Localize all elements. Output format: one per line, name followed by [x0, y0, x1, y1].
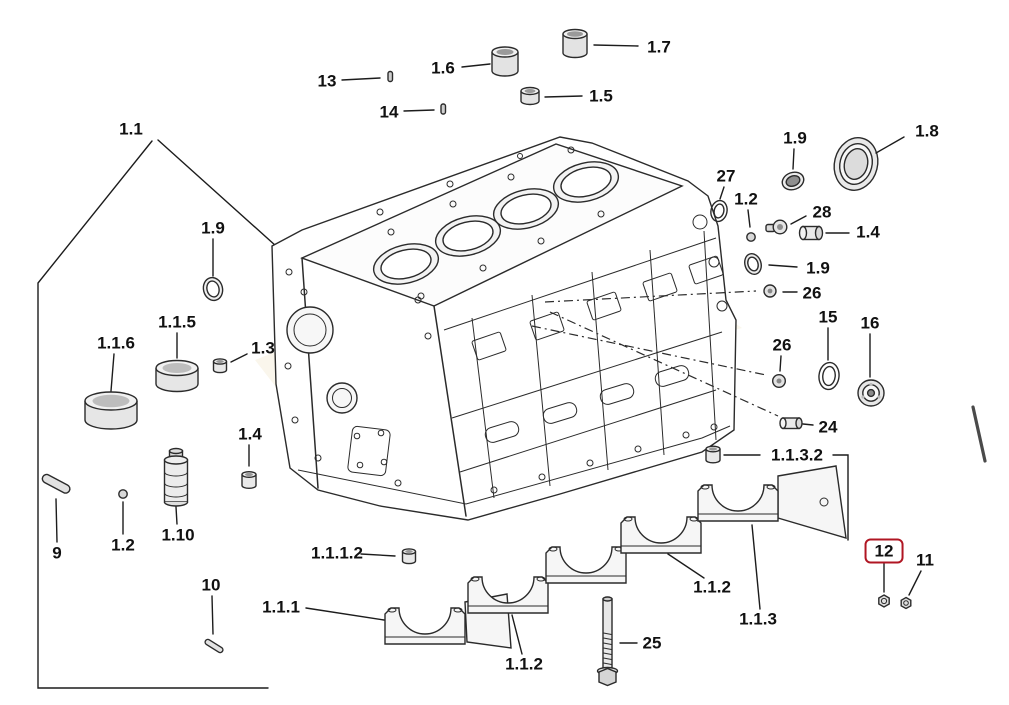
callout-1-8[interactable]: 1.8	[915, 121, 939, 141]
callout-14[interactable]: 14	[379, 102, 399, 122]
part-valve-1-10	[163, 447, 189, 507]
part-o-ring-27	[710, 199, 728, 223]
part-nut-11	[900, 596, 912, 610]
callout-27[interactable]: 27	[716, 166, 736, 186]
callout-1-1-3-2[interactable]: 1.1.3.2	[771, 445, 823, 465]
part-bearing-cap-1	[384, 607, 466, 645]
callout-1-4[interactable]: 1.4	[856, 222, 880, 242]
part-bolt-25	[596, 596, 619, 687]
callout-25[interactable]: 25	[642, 633, 662, 653]
part-bearing-cap-5	[697, 484, 779, 522]
bearing-caps	[384, 465, 847, 649]
part-nut-12	[878, 594, 890, 608]
part-o-ring-15	[818, 361, 840, 391]
callout-16[interactable]: 16	[860, 313, 880, 333]
part-bearing-shell-1-1-5	[155, 359, 199, 393]
part-plug-16	[857, 379, 885, 407]
callout-1-2[interactable]: 1.2	[734, 189, 758, 209]
callout-1-1-1-2[interactable]: 1.1.1.2	[311, 543, 363, 563]
leader-lines	[55, 44, 922, 655]
part-bushing-1-1-1-2	[401, 548, 417, 565]
callout-11[interactable]: 11	[916, 550, 934, 570]
part-ball-1-2-left	[118, 489, 128, 499]
part-bushing-1-4-right	[798, 225, 824, 241]
deck-bolt-holes	[376, 146, 605, 300]
part-cup-plug-1-7	[562, 28, 588, 59]
part-plug-24	[779, 417, 803, 430]
part-ball-1-2-right	[746, 232, 756, 242]
part-plug-26-upper	[763, 284, 777, 298]
callout-1-1-2[interactable]: 1.1.2	[505, 654, 543, 674]
callout-1-2[interactable]: 1.2	[111, 535, 135, 555]
callout-1-9[interactable]: 1.9	[783, 128, 807, 148]
callout-1-9[interactable]: 1.9	[806, 258, 830, 278]
callout-1-10[interactable]: 1.10	[161, 525, 195, 545]
part-pin-10	[204, 638, 224, 654]
part-cup-plug-1-9-top	[781, 171, 805, 191]
callout-1-1-1[interactable]: 1.1.1	[262, 597, 300, 617]
part-dowel-pin-9	[41, 473, 71, 494]
engine-block	[271, 136, 737, 521]
callout-1-1-3[interactable]: 1.1.3	[739, 609, 777, 629]
gallery-dashed-lines	[531, 290, 779, 417]
part-bearing-cap-3	[545, 546, 627, 584]
part-ring-1-9-right	[744, 253, 762, 275]
side-face-details	[443, 214, 728, 499]
assembly-bracket-lines	[37, 139, 849, 689]
callout-26[interactable]: 26	[802, 283, 822, 303]
callout-1-9[interactable]: 1.9	[201, 218, 225, 238]
front-face-details	[284, 268, 432, 487]
callout-12-selected[interactable]: 12	[864, 538, 904, 564]
callout-1-3[interactable]: 1.3	[251, 338, 275, 358]
callout-24[interactable]: 24	[818, 417, 838, 437]
part-bushing-1-3	[212, 358, 228, 374]
part-rod-right-edge	[971, 405, 987, 463]
part-plug-26-lower	[772, 374, 787, 389]
callout-1-1-6[interactable]: 1.1.6	[97, 333, 135, 353]
callout-28[interactable]: 28	[812, 202, 832, 222]
callout-1-1-2[interactable]: 1.1.2	[693, 577, 731, 597]
part-bushing-1-1-3-2	[705, 445, 721, 464]
callout-15[interactable]: 15	[818, 307, 838, 327]
part-bearing-shell-1-1-6	[84, 391, 138, 430]
callout-1-1[interactable]: 1.1	[119, 119, 143, 139]
callout-10[interactable]: 10	[201, 575, 221, 595]
callout-1-1-5[interactable]: 1.1.5	[158, 312, 196, 332]
part-pin-13	[387, 70, 394, 83]
callout-26[interactable]: 26	[772, 335, 792, 355]
part-plug-28	[765, 219, 788, 235]
cylinder-bores	[372, 161, 620, 285]
part-bearing-cap-4	[620, 516, 702, 554]
callout-1-4[interactable]: 1.4	[238, 424, 262, 444]
part-cup-plug-1-5	[520, 86, 540, 106]
part-ring-1-9-left	[202, 276, 224, 302]
callout-9[interactable]: 9	[52, 543, 62, 563]
part-bearing-cap-2	[467, 576, 549, 614]
callout-1-5[interactable]: 1.5	[589, 86, 613, 106]
callout-1-6[interactable]: 1.6	[431, 58, 455, 78]
part-pin-14	[440, 103, 447, 115]
part-cup-plug-1-8	[833, 137, 879, 191]
part-bushing-1-4-left	[241, 471, 257, 489]
callout-1-7[interactable]: 1.7	[647, 37, 671, 57]
callout-13[interactable]: 13	[317, 71, 337, 91]
part-cup-plug-1-6	[491, 46, 519, 77]
